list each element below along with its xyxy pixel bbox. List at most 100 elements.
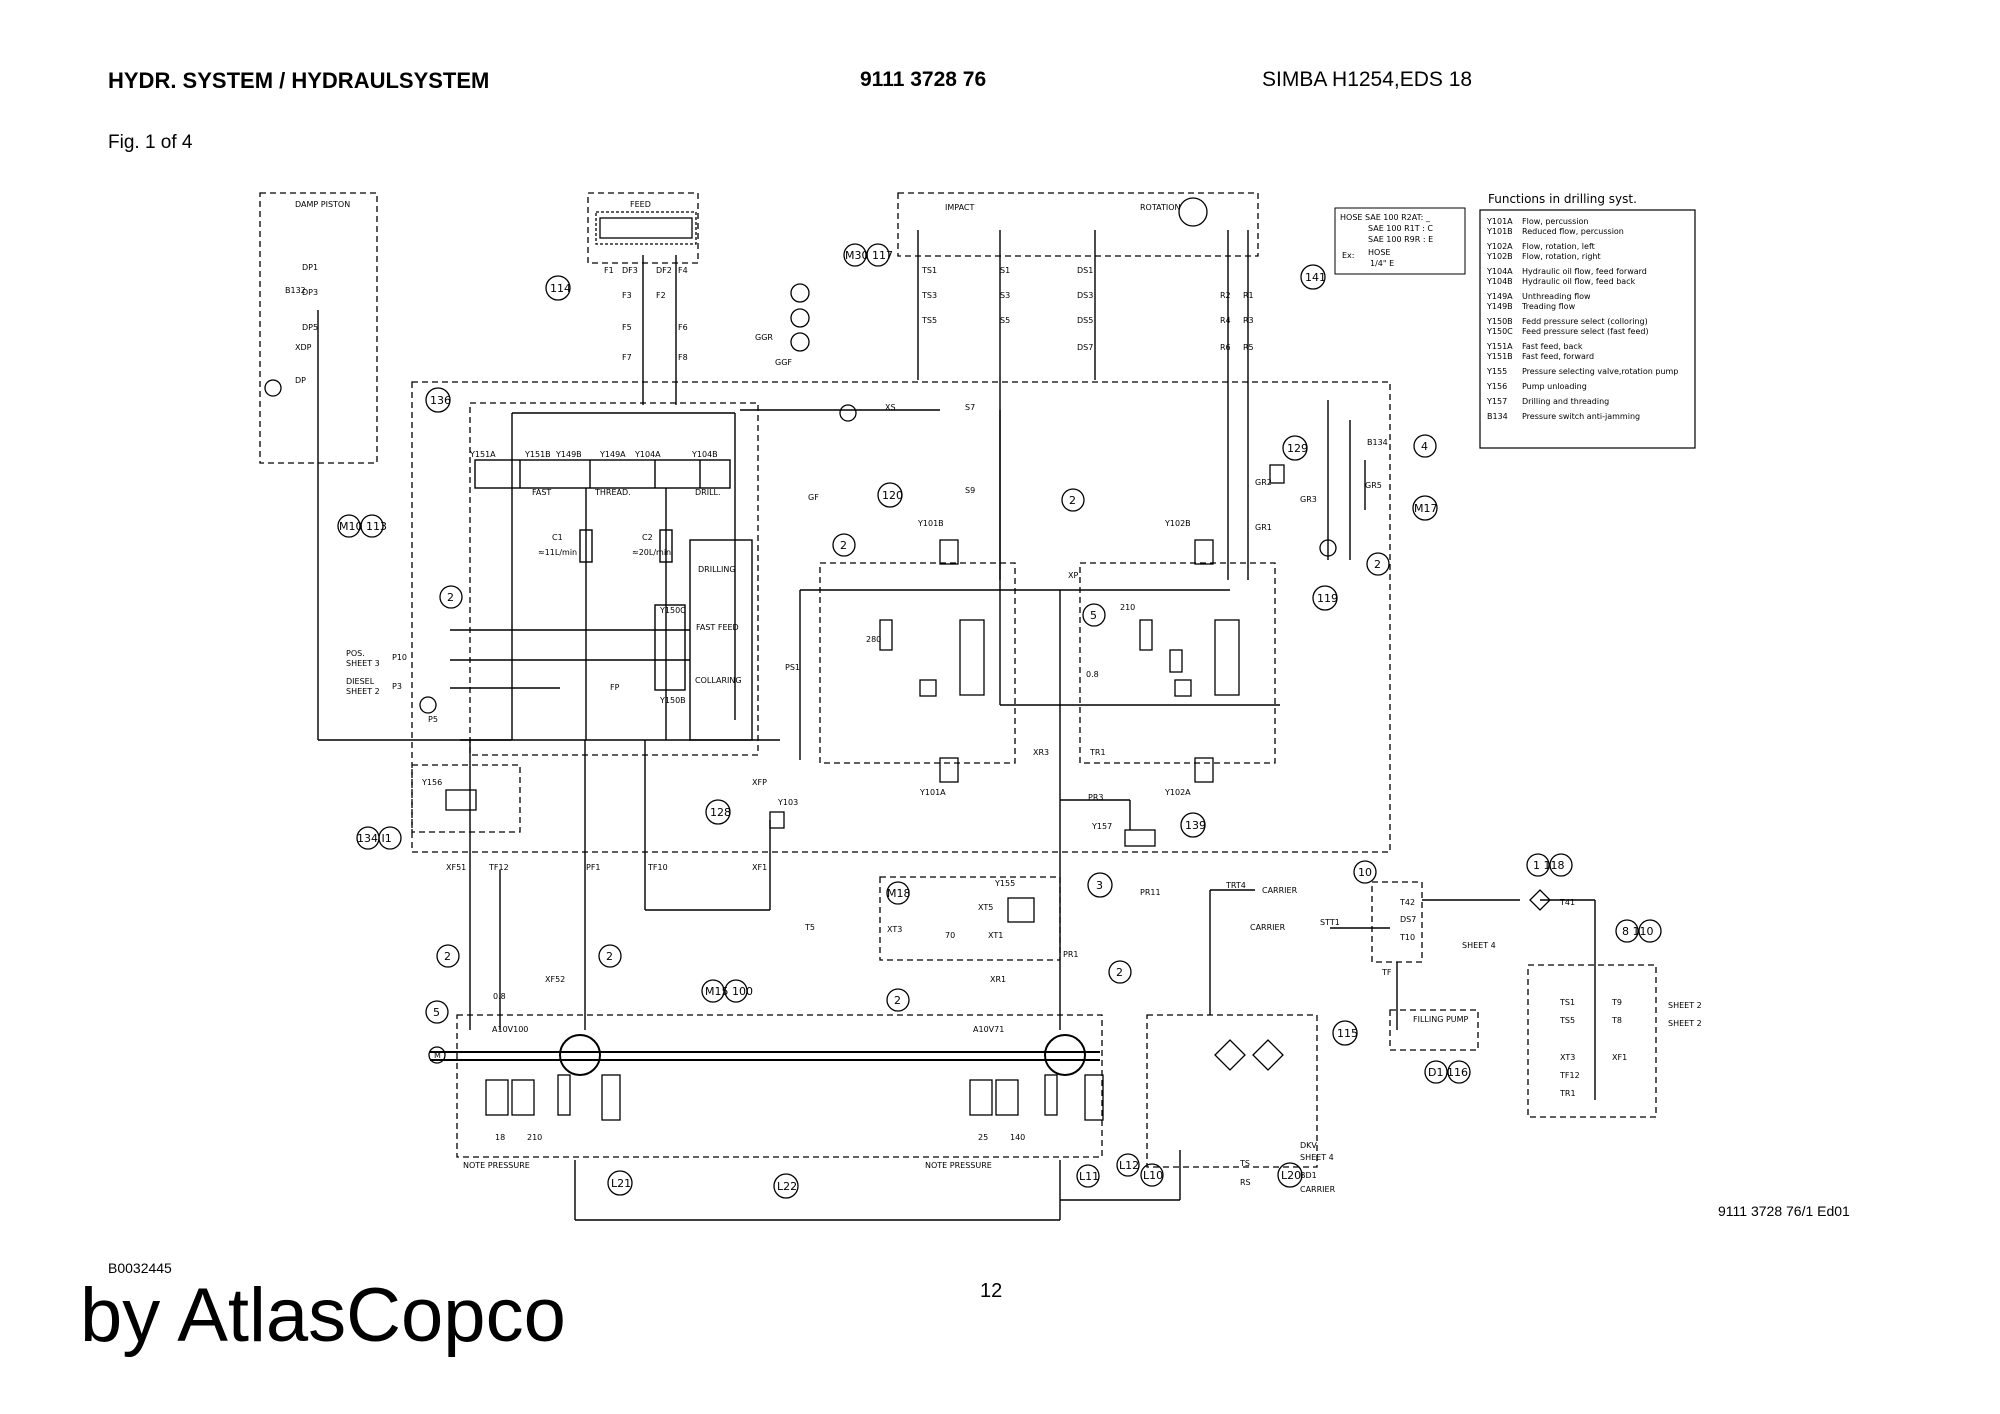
port-f3: F3 (622, 291, 632, 300)
legend-title: Functions in drilling syst. (1488, 192, 1637, 206)
valve-y150c: Y150C (659, 606, 686, 615)
port-gr5: GR5 (1365, 481, 1382, 490)
port-f6: F6 (678, 323, 688, 332)
ref-m15-100: M15 100 (705, 985, 753, 998)
port-s3: S3 (1000, 291, 1010, 300)
pump1-label: A10V100 (492, 1025, 528, 1034)
port-pr1: PR1 (1063, 950, 1078, 959)
port-ds7: DS7 (1077, 343, 1093, 352)
port-xs: XS (885, 403, 896, 412)
valve-y150b: Y150B (659, 696, 686, 705)
sheet4-label-1: SHEET 4 (1462, 941, 1496, 950)
switch-b132: B132 (285, 286, 306, 295)
port-tf12b: TF12 (1559, 1071, 1580, 1080)
hose-note-line3: SAE 100 R9R : E (1368, 235, 1433, 244)
impact-label: IMPACT (945, 203, 974, 212)
valve-y101a: Y101A (919, 788, 946, 797)
port-ggf: GGF (775, 358, 792, 367)
ref-m17: M17 (1414, 502, 1438, 515)
port-r3: R3 (1243, 316, 1254, 325)
legend-item-code: Y101B (1486, 227, 1513, 236)
ref-141: 141 (1305, 271, 1326, 284)
pressure-value-70: 70 (945, 931, 955, 940)
ref-5a: 5 (433, 1006, 440, 1019)
part-number: 9111 3728 76 (860, 68, 987, 91)
port-t42: T42 (1399, 898, 1415, 907)
legend-item-code: Y101A (1486, 217, 1513, 226)
port-t41: T41 (1559, 898, 1575, 907)
motor-label: M (434, 1051, 441, 1060)
legend-item-text: Feed pressure select (fast feed) (1522, 327, 1649, 336)
pressure-value-25: 25 (978, 1133, 988, 1142)
port-gr2: GR2 (1255, 478, 1272, 487)
component-symbols (264, 197, 1551, 1121)
port-dkv: DKV (1300, 1141, 1317, 1150)
port-xp: XP (1068, 571, 1078, 580)
port-stt1: STT1 (1320, 918, 1340, 927)
hose-note-ex-size: 1/4" E (1370, 259, 1394, 268)
legend-item-code: B134 (1487, 412, 1508, 421)
valve-y155: Y155 (994, 879, 1015, 888)
sheet3-label: SHEET 3 (346, 659, 380, 668)
port-p10: P10 (392, 653, 407, 662)
legend-item-text: Hydraulic oil flow, feed forward (1522, 267, 1647, 276)
ref-2f: 2 (1374, 558, 1381, 571)
drilling-label: DRILLING (698, 565, 736, 574)
port-t9: T9 (1611, 998, 1622, 1007)
c2-label: C2 (642, 533, 653, 542)
valve-y151b: Y151B (524, 450, 551, 459)
port-df2: DF2 (656, 266, 672, 275)
legend-box (1479, 209, 1696, 449)
legend-item-code: Y155 (1486, 367, 1507, 376)
legend-item-text: Fast feed, back (1522, 342, 1583, 351)
filling-pump-label: FILLING PUMP (1413, 1015, 1469, 1024)
port-f2: F2 (656, 291, 666, 300)
valve-y104a: Y104A (634, 450, 661, 459)
pressure-value-140: 140 (1010, 1133, 1025, 1142)
ref-128: 128 (710, 806, 731, 819)
legend-item-text: Fast feed, forward (1522, 352, 1594, 361)
port-f4: F4 (678, 266, 688, 275)
port-xf51: XF51 (446, 863, 466, 872)
port-pr3: PR3 (1088, 793, 1103, 802)
port-ggr: GGR (755, 333, 773, 342)
legend-item-code: Y150C (1486, 327, 1513, 336)
ref-m18: M18 (887, 887, 911, 900)
ref-l22: L22 (777, 1180, 797, 1193)
legend-item-text: Pressure selecting valve,rotation pump (1522, 367, 1678, 376)
valve-y103: Y103 (777, 798, 798, 807)
valve-y104b: Y104B (691, 450, 718, 459)
fp-label: FP (610, 683, 620, 692)
port-f1: F1 (604, 266, 614, 275)
port-p3: P3 (392, 682, 402, 691)
port-gr3: GR3 (1300, 495, 1317, 504)
brand-logo: by AtlasCopco (80, 1273, 566, 1358)
valve-y101b: Y101B (917, 519, 944, 528)
ref-10: 10 (1358, 866, 1372, 879)
port-s5: S5 (1000, 316, 1010, 325)
port-tf12: TF12 (488, 863, 509, 872)
ref-129: 129 (1287, 442, 1308, 455)
restrictor-value-2: 0.8 (1086, 670, 1099, 679)
ref-1-118: 1 118 (1533, 859, 1565, 872)
legend-item-code: Y149A (1486, 292, 1513, 301)
port-pf1: PF1 (586, 863, 601, 872)
port-ts3: TS3 (921, 291, 937, 300)
c1-flow: ≈11L/min (538, 548, 577, 557)
sheet2-label-2: SHEET 2 (1668, 1019, 1702, 1028)
ref-m10-113: M10 113 (339, 520, 387, 533)
ref-l21: L21 (611, 1177, 631, 1190)
legend-item-code: Y151A (1486, 342, 1513, 351)
port-t8: T8 (1611, 1016, 1622, 1025)
port-r4: R4 (1220, 316, 1231, 325)
port-r6: R6 (1220, 343, 1231, 352)
carrier-label-3: CARRIER (1300, 1185, 1336, 1194)
port-tr1b: TR1 (1559, 1089, 1576, 1098)
port-s1: S1 (1000, 266, 1010, 275)
port-f5: F5 (622, 323, 632, 332)
port-ts5: TS5 (921, 316, 937, 325)
port-ps1: PS1 (785, 663, 800, 672)
port-tf10: TF10 (647, 863, 668, 872)
port-rs: RS (1240, 1178, 1251, 1187)
ref-120: 120 (882, 489, 903, 502)
